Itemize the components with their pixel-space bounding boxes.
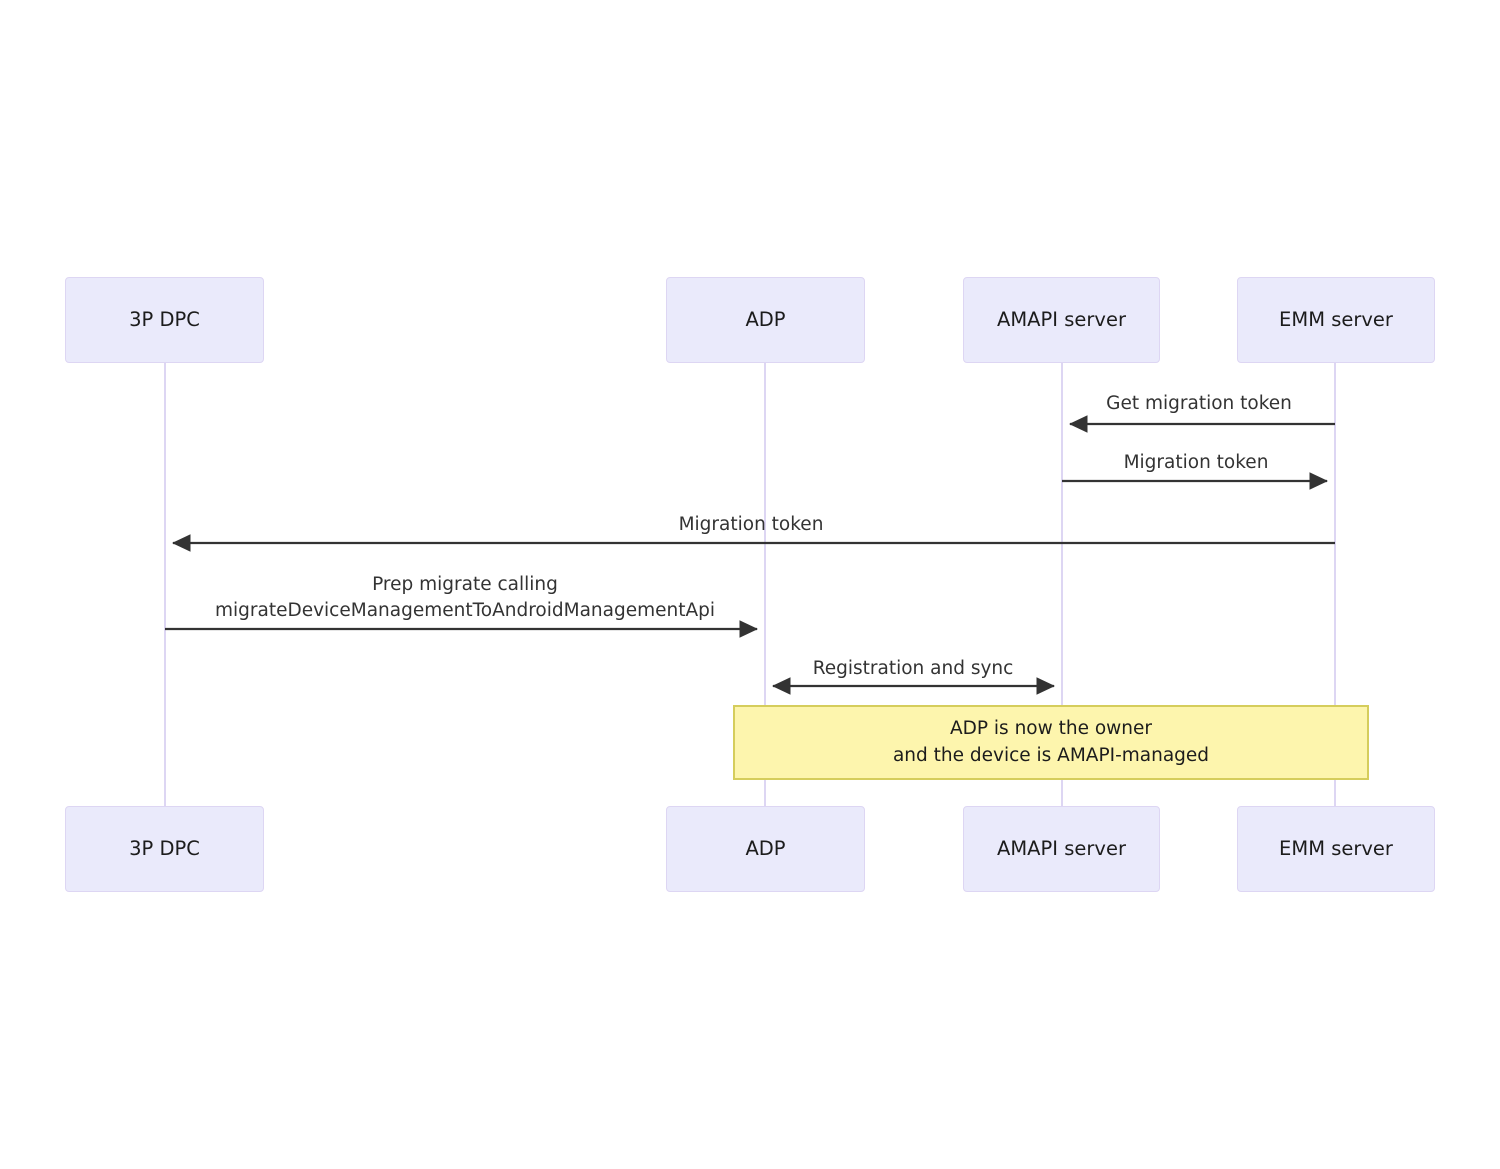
- participant-box-bottom-amapi-server[interactable]: AMAPI server: [963, 806, 1160, 892]
- participant-box-bottom-adp[interactable]: ADP: [666, 806, 865, 892]
- note-line-2: and the device is AMAPI-managed: [892, 744, 1210, 766]
- participant-box-top-3p-dpc[interactable]: 3P DPC: [65, 277, 264, 363]
- participant-label-bottom-amapi-server: AMAPI server: [997, 837, 1126, 861]
- participant-box-top-amapi-server[interactable]: AMAPI server: [963, 277, 1160, 363]
- participant-label-bottom-emm-server: EMM server: [1279, 837, 1393, 861]
- message-label-get-migration-token: Get migration token: [1106, 393, 1292, 414]
- participant-box-bottom-emm-server[interactable]: EMM server: [1237, 806, 1435, 892]
- participant-label-emm-server: EMM server: [1279, 308, 1393, 332]
- note-line-1: ADP is now the owner: [949, 718, 1153, 740]
- message-label-prep-migrate-line1: Prep migrate calling: [372, 574, 558, 595]
- message-arrows: [165, 415, 1335, 695]
- participant-label-amapi-server: AMAPI server: [997, 308, 1126, 332]
- message-label-registration-and-sync: Registration and sync: [812, 658, 1014, 679]
- participant-box-top-emm-server[interactable]: EMM server: [1237, 277, 1435, 363]
- participant-label-3p-dpc: 3P DPC: [129, 308, 200, 332]
- participant-label-bottom-3p-dpc: 3P DPC: [129, 837, 200, 861]
- message-label-migration-token-amapi-to-emm: Migration token: [1123, 452, 1269, 473]
- participant-label-bottom-adp: ADP: [745, 837, 786, 861]
- participant-box-top-adp[interactable]: ADP: [666, 277, 865, 363]
- note-adp-owner: ADP is now the owner and the device is A…: [733, 705, 1369, 780]
- message-label-migration-token-emm-to-dpc: Migration token: [678, 514, 824, 535]
- participant-box-bottom-3p-dpc[interactable]: 3P DPC: [65, 806, 264, 892]
- message-label-prep-migrate: Prep migrate calling migrateDeviceManage…: [215, 572, 715, 623]
- message-label-prep-migrate-line2: migrateDeviceManagementToAndroidManageme…: [214, 599, 716, 621]
- participant-label-adp: ADP: [745, 308, 786, 332]
